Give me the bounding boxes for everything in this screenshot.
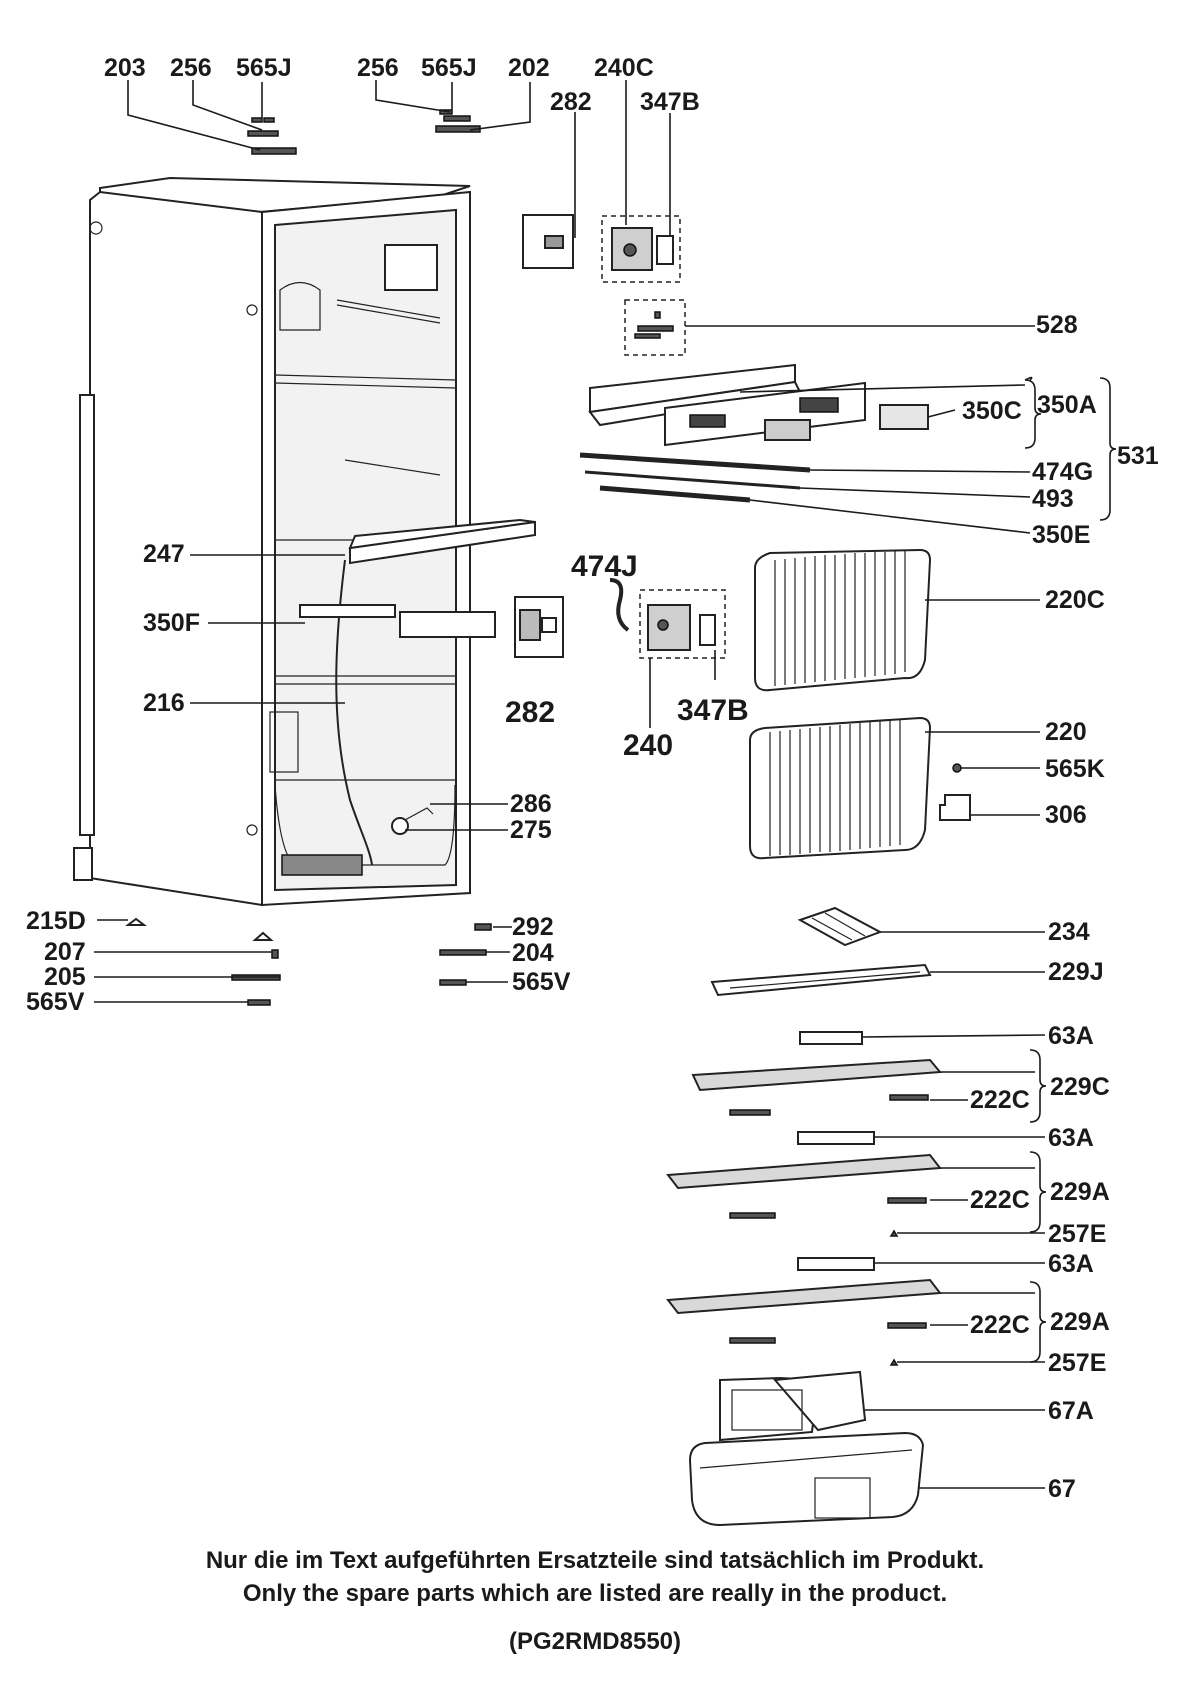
label-204: 204 [512,939,554,967]
screw-565K [952,763,962,773]
label-306: 306 [1045,801,1087,829]
thermostat-240C [601,215,681,283]
label-347B-a: 347B [640,88,700,116]
light-housing-350A [588,363,929,447]
label-474G: 474G [1032,458,1093,486]
label-229C: 229C [1050,1073,1110,1101]
label-282-b: 282 [505,696,555,729]
label-528: 528 [1036,311,1078,339]
rails-474G-493-350E [579,452,811,503]
label-63A-a: 63A [1048,1022,1094,1050]
label-222C-c: 222C [970,1311,1030,1339]
shelf-group-229C [691,1031,943,1116]
label-247: 247 [143,540,185,568]
label-347B-b: 347B [677,694,749,727]
label-220C: 220C [1045,586,1105,614]
label-350C: 350C [962,397,1022,425]
shelf-229J [710,963,932,997]
label-350E: 350E [1032,521,1090,549]
label-282-a: 282 [550,88,592,116]
top-hinge-parts [247,109,481,155]
label-67: 67 [1048,1475,1076,1503]
shelf-parts-247-350F [299,518,536,638]
label-474J: 474J [571,550,638,583]
crisper-covers-67A [719,1370,867,1442]
label-63A-b: 63A [1048,1124,1094,1152]
control-panel-282-upper [522,214,574,269]
label-292: 292 [512,913,554,941]
label-229A-a: 229A [1050,1178,1110,1206]
label-531: 531 [1117,442,1159,470]
label-207: 207 [44,938,86,966]
label-220: 220 [1045,718,1087,746]
bottom-small-parts [125,917,492,1006]
label-229A-b: 229A [1050,1308,1110,1336]
label-202: 202 [508,54,550,82]
label-493: 493 [1032,485,1074,513]
label-565V-b: 565V [512,968,571,996]
shelf-group-229A-2 [666,1257,942,1366]
label-350A: 350A [1037,391,1097,419]
label-205: 205 [44,963,86,991]
model-code: (PG2RMD8550) [508,1628,682,1655]
label-286: 286 [510,790,552,818]
label-275: 275 [510,816,552,844]
label-229J: 229J [1048,958,1104,986]
control-panel-282-lower [514,596,564,658]
label-240: 240 [623,729,673,762]
label-565J-a: 565J [236,54,292,82]
hinge-306 [939,794,971,821]
label-256-b: 256 [357,54,399,82]
label-565J-b: 565J [421,54,477,82]
ice-tray-234 [797,906,883,947]
lamp-528 [624,299,686,356]
label-257E-a: 257E [1048,1220,1106,1248]
shelf-group-229A-1 [666,1131,942,1237]
label-222C-a: 222C [970,1086,1030,1114]
label-350F: 350F [143,609,200,637]
label-240C: 240C [594,54,654,82]
part-labels: 203 256 565J 256 565J 202 240C 282 347B … [26,54,1159,1503]
label-215D: 215D [26,907,86,935]
label-565V-a: 565V [26,988,85,1016]
label-256-a: 256 [170,54,212,82]
label-222C-b: 222C [970,1186,1030,1214]
crisper-drawer-67 [688,1431,925,1527]
label-63A-c: 63A [1048,1250,1094,1278]
fridge-door-220 [749,716,932,860]
label-257E-b: 257E [1048,1349,1106,1377]
label-67A: 67A [1048,1397,1094,1425]
footnote-german: Nur die im Text aufgeführten Ersatzteile… [205,1547,985,1574]
thermostat-240 [639,589,726,659]
label-216: 216 [143,689,185,717]
label-234: 234 [1048,918,1090,946]
label-203: 203 [104,54,146,82]
label-565K: 565K [1045,755,1105,783]
cable-474J [609,578,630,632]
footnote-english: Only the spare parts which are listed ar… [242,1580,948,1607]
leader-lines [94,80,1117,1489]
freezer-door-220C [754,548,932,692]
